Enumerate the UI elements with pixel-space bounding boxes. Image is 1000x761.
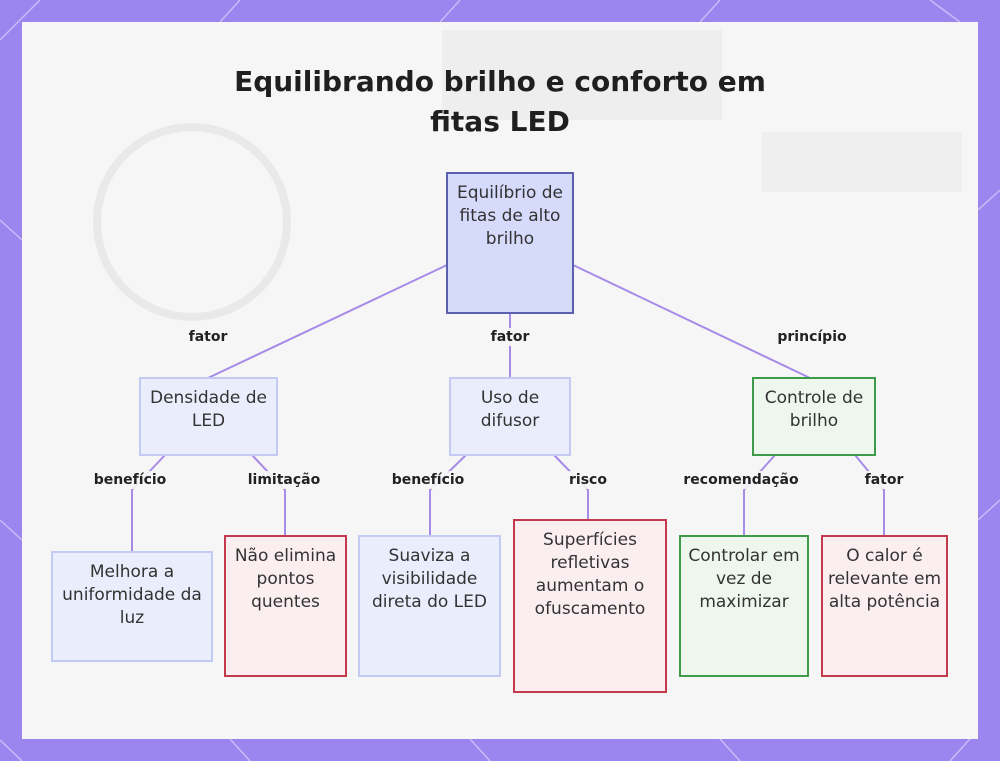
node-control: Controlar em vez de maximizar (679, 535, 809, 677)
edge-brightness-heat (855, 455, 884, 536)
edge-label: fator (488, 328, 533, 346)
edge-root-density (208, 265, 447, 378)
node-root: Equilíbrio de fitas de alto brilho (446, 172, 574, 314)
node-brightness-control: Controle de brilho (752, 377, 876, 456)
edge-label: recomendação (680, 471, 801, 489)
edge-label: fator (186, 328, 231, 346)
edge-root-brightness (573, 265, 810, 378)
node-softens: Suaviza a visibilidade direta do LED (358, 535, 501, 677)
edge-brightness-control (744, 455, 775, 536)
node-hotspots: Não elimina pontos quentes (224, 535, 347, 677)
node-uniformity: Melhora a uniformidade da luz (51, 551, 213, 662)
edge-density-uniformity (132, 455, 165, 552)
node-reflective: Superfícies refletivas aumentam o ofusca… (513, 519, 667, 693)
node-heat: O calor é relevante em alta potência (821, 535, 948, 677)
edge-label: princípio (774, 328, 849, 346)
edge-label: risco (566, 471, 610, 489)
edge-label: benefício (91, 471, 170, 489)
edge-label: fator (862, 471, 907, 489)
edge-diffuser-softens (430, 455, 466, 536)
node-diffuser: Uso de difusor (449, 377, 571, 456)
edge-label: limitação (245, 471, 324, 489)
edge-density-hotspots (252, 455, 285, 536)
node-density: Densidade de LED (139, 377, 278, 456)
edge-label: benefício (389, 471, 468, 489)
